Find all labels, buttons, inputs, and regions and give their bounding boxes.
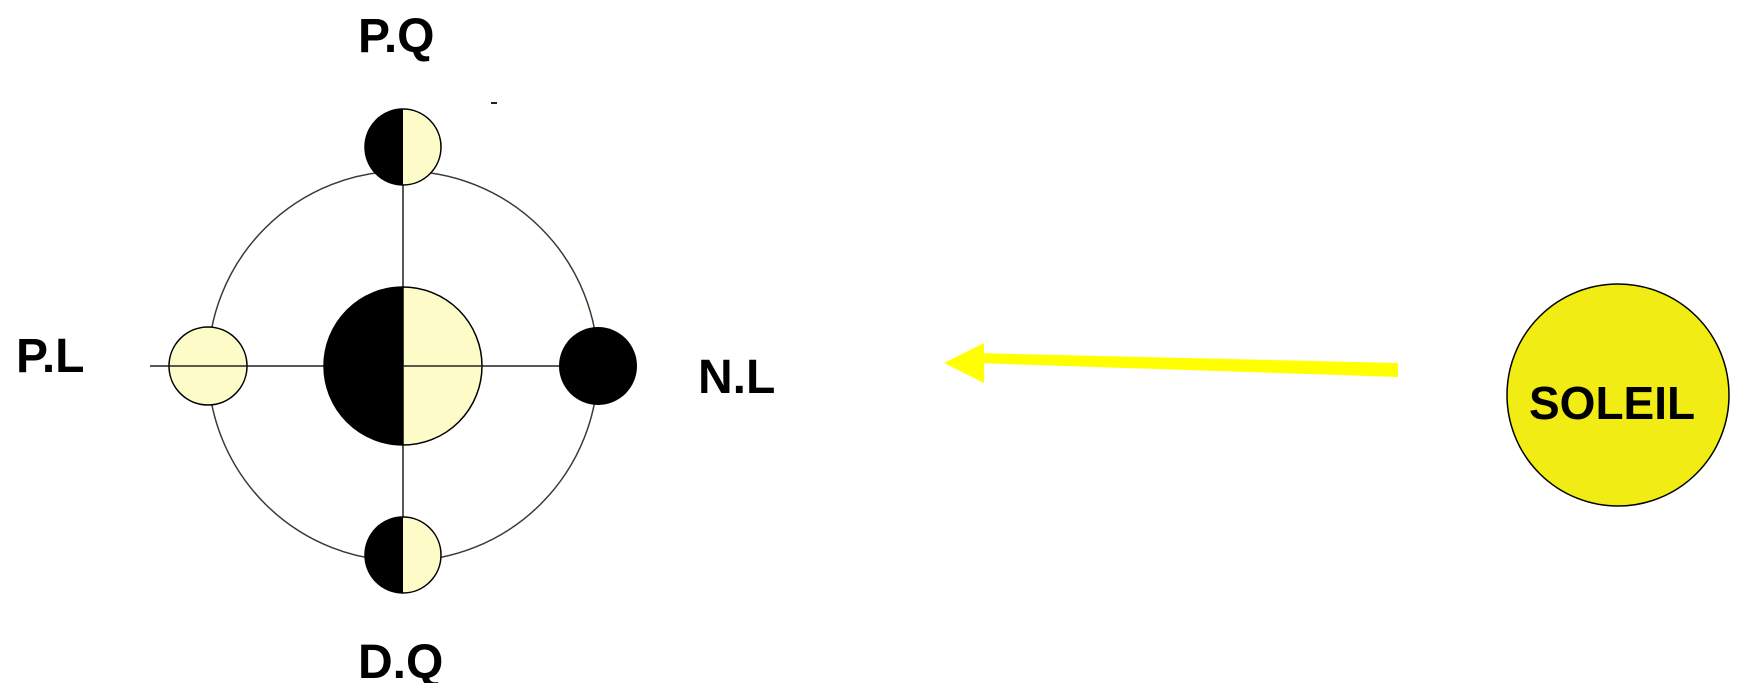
arrow-left-icon: [944, 343, 1398, 383]
new-moon-icon: [559, 327, 637, 405]
last-quarter-moon-icon: [365, 517, 441, 593]
lower-crescent-icon: [545, 419, 619, 512]
label-sun: SOLEIL: [1529, 377, 1695, 429]
label-first-quarter: P.Q: [358, 10, 435, 63]
earth-icon: [324, 287, 482, 445]
first-quarter-moon-icon: [365, 109, 441, 185]
label-last-quarter: D.Q: [358, 636, 443, 683]
label-full-moon: P.L: [16, 330, 84, 383]
label-new-moon: N.L: [698, 351, 775, 404]
full-moon-icon: [169, 327, 247, 405]
